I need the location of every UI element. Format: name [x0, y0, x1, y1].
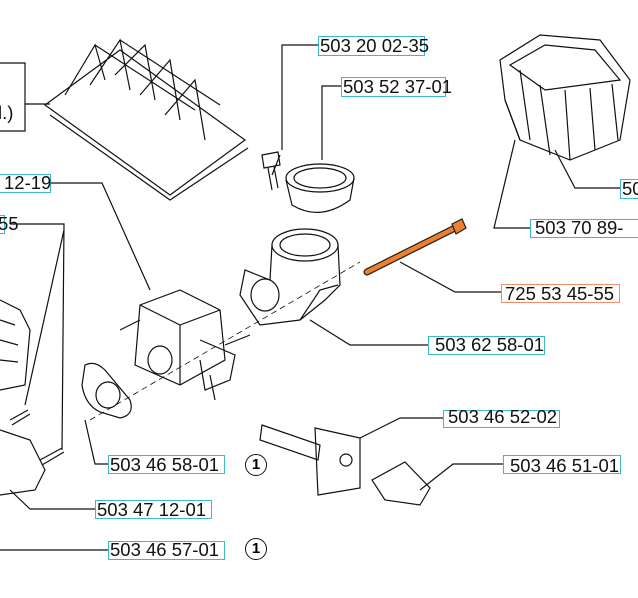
leader-line	[309, 319, 428, 346]
cylinder-block-part	[0, 299, 46, 496]
bracket-note-text: l.)	[0, 102, 14, 123]
part-number-label[interactable]: 503 20 02-35	[320, 35, 430, 56]
callout-box	[108, 455, 225, 474]
leader-line	[84, 419, 108, 465]
part-number-label[interactable]: 503 46 52-02	[448, 406, 558, 427]
callout-box	[0, 215, 5, 234]
callout-box	[503, 455, 621, 474]
callout-box	[530, 219, 638, 238]
part-number-label-highlighted[interactable]: 725 53 45-55	[505, 283, 615, 304]
callout-box	[428, 336, 545, 355]
callout-box	[318, 36, 425, 56]
part-number-label[interactable]: 55	[0, 213, 19, 234]
intake-flange-part	[239, 228, 341, 326]
callout-box	[0, 174, 51, 193]
part-number-label[interactable]: 503 46 58-01	[110, 454, 220, 475]
carburetor-part	[119, 289, 251, 401]
long-bolt-part-highlighted	[363, 218, 467, 276]
part-number-label[interactable]: 503 46 51-01	[510, 455, 620, 476]
note-marker: 1	[245, 454, 267, 476]
callout-box	[620, 179, 638, 199]
callout-box	[95, 500, 212, 519]
leader-line	[359, 417, 443, 439]
note-marker: 1	[245, 538, 267, 560]
screw-part	[261, 151, 281, 191]
part-number-label[interactable]: 503 52 37-01	[343, 76, 453, 97]
part-number-label[interactable]: 12-19	[4, 172, 52, 193]
leader-line	[50, 182, 151, 291]
callout-box	[341, 77, 446, 97]
part-number-label[interactable]: 503 62 58-01	[435, 334, 545, 355]
part-number-label[interactable]: 50	[622, 178, 638, 199]
part-number-label[interactable]: 503 70 89-	[535, 217, 624, 238]
leader-line	[493, 139, 530, 229]
callout-box	[108, 541, 225, 560]
cylinder-filter-part	[499, 34, 631, 161]
bracket	[0, 62, 26, 132]
choke-lever-part	[259, 424, 431, 506]
gasket-part	[81, 362, 132, 419]
leader-line	[321, 85, 341, 160]
leader-line	[399, 261, 501, 293]
rubber-ring-part	[285, 163, 355, 214]
leader-line	[9, 489, 95, 510]
leader-line	[554, 149, 620, 189]
callout-box	[443, 410, 560, 428]
air-filter-part	[43, 38, 249, 201]
bolt-part	[9, 409, 65, 466]
part-number-label[interactable]: 503 47 12-01	[97, 499, 207, 520]
leader-line	[10, 223, 65, 451]
leader-line	[419, 463, 503, 491]
part-number-label[interactable]: 503 46 57-01	[110, 539, 220, 560]
callout-box-highlighted	[501, 284, 620, 303]
